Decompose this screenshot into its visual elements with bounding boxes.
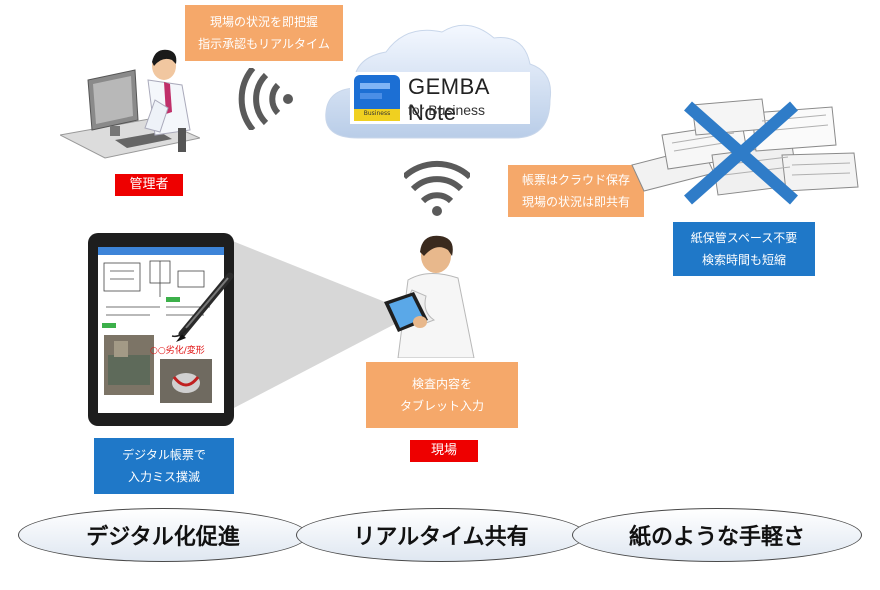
manager-illustration [60,49,200,159]
brand-name: GEMBA Note [408,74,489,125]
wifi-icon [404,160,470,216]
gemba-note-logo: Business GEMBA Note for Business [350,72,530,125]
tablet-handwriting: ○○劣化/変形 [150,346,205,356]
pillar-realtime-sharing: リアルタイム共有 [296,508,586,562]
paper-note-line2: 検索時間も短縮 [701,253,786,267]
inspection-note: 検査内容を タブレット入力 [366,362,518,428]
tablet-illustration: ○○劣化/変形 [88,233,234,426]
photo-icon [160,359,212,403]
cloud-note-line1: 帳票はクラウド保存 [521,173,630,187]
manager-note-line1: 現場の状況を即把握 [209,15,318,29]
stylus-icon [171,272,234,342]
site-label: 現場 [410,440,478,462]
gemba-note-badge: Business [363,110,391,117]
cloud-note: 帳票はクラウド保存 現場の状況は即共有 [508,165,644,217]
manager-note: 現場の状況を即把握 指示承認もリアルタイム [185,5,343,61]
gemba-note-logo-icon [354,75,400,121]
paper-note: 紙保管スペース不要 検索時間も短縮 [673,222,815,276]
digital-note-line1: デジタル帳票で [122,448,206,462]
pillar-digitalization: デジタル化促進 [18,508,308,562]
inspection-note-line1: 検査内容を [411,377,472,391]
tablet-screen: ○○劣化/変形 [98,247,224,413]
paper-note-line1: 紙保管スペース不要 [690,231,798,245]
worker-illustration [384,235,475,358]
digital-note: デジタル帳票で 入力ミス撲滅 [94,438,234,494]
photo-icon [104,335,154,395]
pillar-paper-like-ease: 紙のような手軽さ [572,508,862,562]
wifi-icon [238,68,293,130]
inspection-note-line2: タブレット入力 [399,399,484,413]
manager-label: 管理者 [115,174,183,196]
manager-note-line2: 指示承認もリアルタイム [198,37,330,51]
cross-icon [684,101,798,205]
tablet-toolbar [98,247,224,255]
cloud-note-line2: 現場の状況は即共有 [521,195,630,209]
tablet-form-drawing [102,260,210,328]
brand-sub: for Business [408,102,486,118]
projection-beam [230,240,395,410]
digital-note-line2: 入力ミス撲滅 [127,470,200,484]
